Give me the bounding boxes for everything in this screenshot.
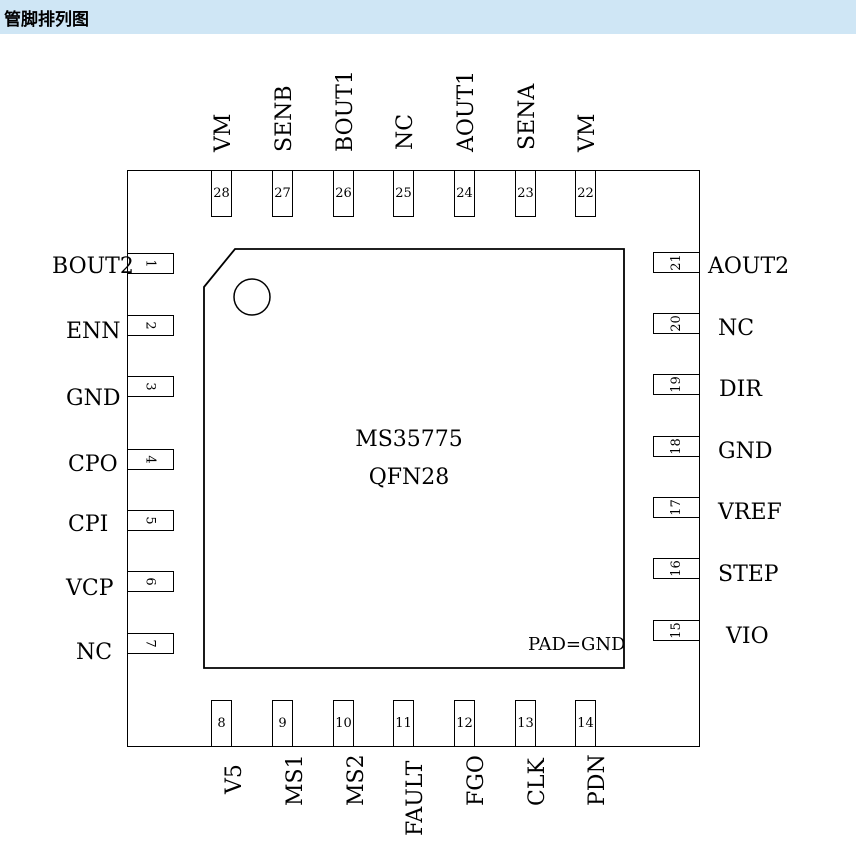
pin-15: 15 [653,620,700,641]
pin-17: 17 [653,497,700,518]
pin-10: 10 [333,700,354,747]
pin-2: 2 [127,315,174,336]
pin-label-27: SENB [272,85,297,152]
pin-20: 20 [653,313,700,334]
pin-27: 27 [272,170,293,217]
pin-label-8: V5 [222,764,247,794]
pin-19: 19 [653,374,700,395]
pin-label-19: DIR [719,377,762,402]
pin-7: 7 [127,633,174,654]
pin-5: 5 [127,510,174,531]
header-bar: 管脚排列图 [0,0,856,34]
pin-label-28: VM [211,113,236,152]
pin-16: 16 [653,558,700,579]
pin-label-2: ENN [66,319,121,344]
pin-label-20: NC [718,316,755,341]
pin-3: 3 [127,376,174,397]
pin-label-25: NC [393,113,418,150]
pad-note: PAD=GND [528,634,626,655]
pin-label-24: AOUT1 [454,70,479,152]
pin-label-26: BOUT1 [333,70,358,152]
pin-6: 6 [127,571,174,592]
pin-label-5: CPI [68,512,109,537]
pin-label-21: AOUT2 [708,254,790,279]
pin-label-22: VM [575,113,600,152]
pin-label-12: FGO [464,755,489,806]
pin-label-18: GND [718,439,773,464]
pin-28: 28 [211,170,232,217]
pin-25: 25 [393,170,414,217]
pin-label-17: VREF [718,500,782,525]
pin-label-7: NC [76,640,113,665]
chip-package: QFN28 [368,465,450,490]
pin-13: 13 [515,700,536,747]
pin-24: 24 [454,170,475,217]
pin-label-9: MS1 [283,754,308,806]
pin-11: 11 [393,700,414,747]
pin1-marker-icon [233,278,271,316]
pin-label-16: STEP [718,562,779,587]
pin-label-14: PDN [585,754,610,806]
pin-1: 1 [127,253,174,274]
pin-label-10: MS2 [344,754,369,806]
pin-12: 12 [454,700,475,747]
pin-label-13: CLK [525,758,550,806]
pin-label-3: GND [66,386,121,411]
pin-8: 8 [211,700,232,747]
page-title: 管脚排列图 [4,10,89,30]
pin-label-6: VCP [66,576,114,601]
pin-18: 18 [653,436,700,457]
pin-label-1: BOUT2 [52,254,134,279]
pin-label-4: CPO [68,452,118,477]
chip-part-number: MS35775 [355,427,463,452]
pin-label-11: FAULT [403,760,428,836]
pin-22: 22 [575,170,596,217]
pin-label-15: VIO [726,624,769,649]
pin-26: 26 [333,170,354,217]
pin-4: 4 [127,449,174,470]
pin-label-23: SENA [515,83,540,150]
pin-21: 21 [653,252,700,273]
pin-23: 23 [515,170,536,217]
pin-9: 9 [272,700,293,747]
pin-14: 14 [575,700,596,747]
